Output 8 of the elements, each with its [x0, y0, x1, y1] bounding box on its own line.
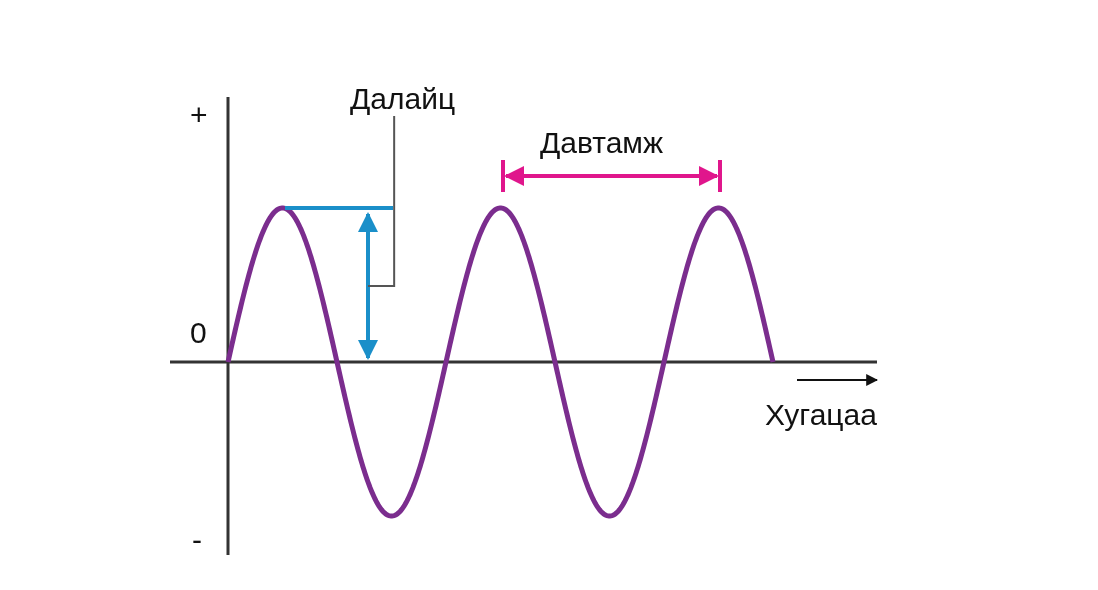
leader-line: [367, 115, 396, 287]
axis-label: Хугацаа: [765, 400, 877, 430]
sign-label: +: [190, 100, 208, 130]
callout-label: Далайц: [350, 84, 456, 114]
dimension-label: Давтамж: [540, 128, 664, 158]
sign-label: -: [192, 525, 202, 555]
dimension-arrow: [358, 212, 378, 360]
axis-tick-label: 0: [190, 318, 207, 348]
